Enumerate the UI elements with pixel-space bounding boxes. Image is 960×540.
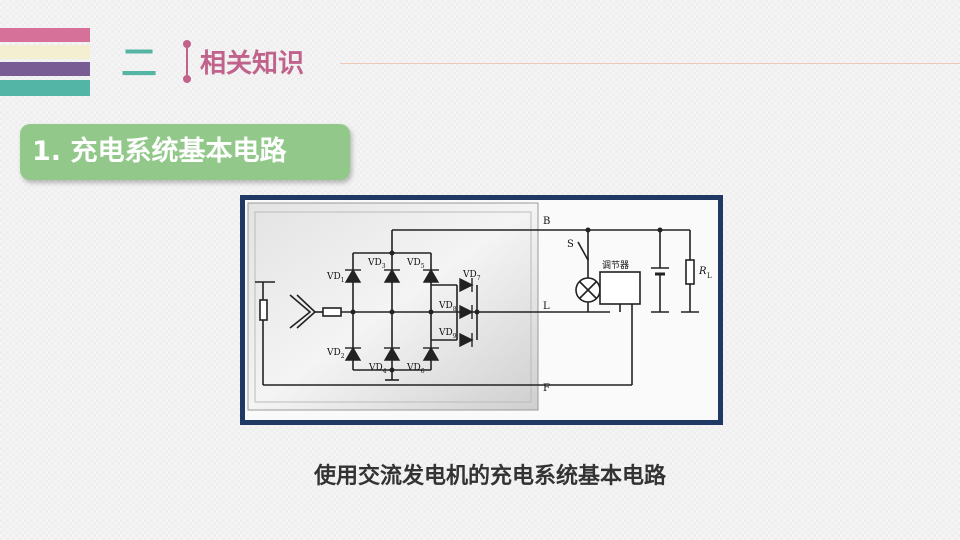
section-title: 相关知识	[200, 49, 305, 79]
header-line	[340, 63, 960, 64]
alternator-housing	[247, 202, 539, 411]
vd4-label: VD4	[368, 363, 387, 375]
subtitle-box	[20, 124, 350, 180]
stripe-pink	[0, 28, 90, 42]
stripe-cream	[0, 45, 90, 59]
section-number: 二	[121, 43, 160, 84]
switch-s-label: S	[567, 239, 574, 250]
load-label: R	[698, 266, 707, 277]
terminal-f-label: F	[543, 383, 550, 394]
subtitle: 1. 充电系统基本电路	[32, 136, 287, 167]
regulator-label: 调节器	[602, 260, 629, 271]
stripe-teal	[0, 80, 90, 96]
circuit-diagram: B L F S 调节器 R L VD1 VD3 VD5 VD2 VD4 VD6 …	[247, 202, 712, 411]
header-divider-dot-bottom	[183, 75, 191, 83]
field-winding	[259, 299, 268, 321]
terminal-b-label: B	[543, 216, 550, 227]
circuit-figure: B L F S 调节器 R L VD1 VD3 VD5 VD2 VD4 VD6 …	[240, 195, 723, 425]
vd2-label: VD2	[326, 348, 345, 360]
vd3-label: VD3	[367, 258, 386, 270]
stator-resistor	[322, 307, 342, 317]
vd5-label: VD5	[406, 258, 425, 270]
header-divider-dot-top	[183, 40, 191, 48]
header-divider	[186, 42, 188, 80]
vd1-label: VD1	[326, 272, 345, 284]
load-label-sub: L	[707, 272, 712, 280]
vd6-label: VD6	[406, 363, 425, 375]
vd8-label: VD8	[438, 301, 457, 313]
stripe-purple	[0, 62, 90, 76]
terminal-l-label: L	[543, 301, 550, 312]
regulator-box	[599, 271, 641, 305]
figure-caption: 使用交流发电机的充电系统基本电路	[313, 464, 666, 489]
vd7-label: VD7	[462, 270, 481, 282]
vd9-label: VD9	[438, 328, 457, 340]
load-resistor	[685, 259, 695, 285]
